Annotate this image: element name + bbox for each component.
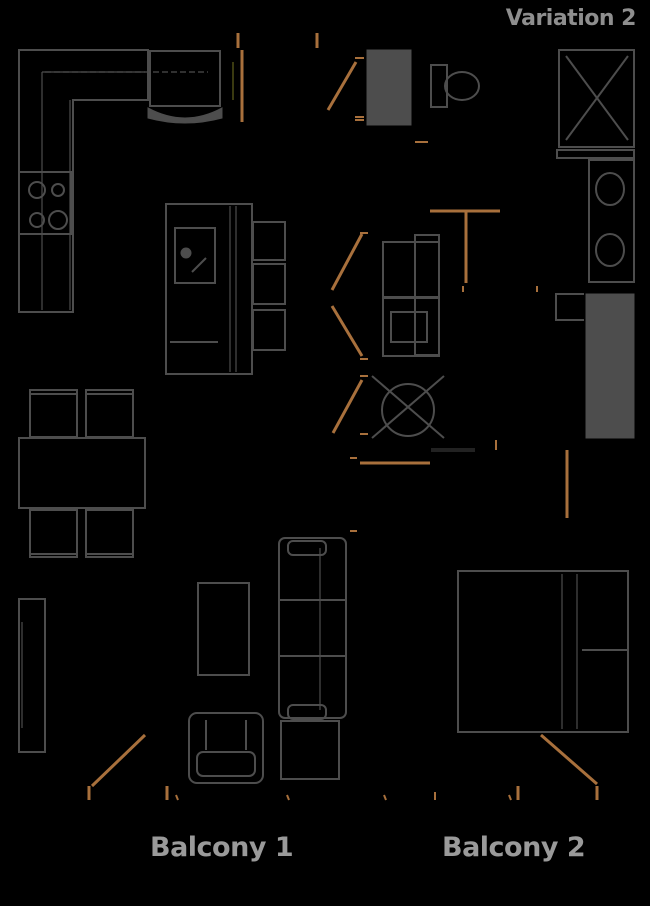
bathroom-door — [326, 57, 364, 121]
interior-doors — [350, 209, 569, 532]
refrigerator-icon — [147, 50, 223, 124]
kitchen-counter — [18, 49, 208, 313]
bed — [457, 570, 629, 733]
laundry-doors — [330, 232, 368, 435]
ottoman — [280, 720, 340, 780]
entry-door — [232, 33, 319, 122]
shower-icon — [366, 49, 412, 126]
dining-table — [18, 389, 146, 558]
dryer-icon — [382, 297, 440, 357]
double-sink-icon — [588, 159, 635, 283]
balcony-1-door — [87, 733, 290, 801]
bar-stools — [252, 221, 286, 351]
coffee-table — [197, 582, 250, 676]
sofa — [278, 537, 347, 720]
cooktop-icon — [18, 171, 72, 235]
tv-console — [18, 598, 46, 753]
water-heater-icon — [556, 49, 635, 159]
balcony-2-label: Balcony 2 — [442, 832, 586, 863]
armchair — [188, 712, 264, 784]
kitchen-island — [165, 203, 253, 375]
balcony-1-label: Balcony 1 — [150, 832, 294, 863]
utility-sink-icon — [371, 375, 445, 439]
balcony-2-door — [383, 733, 599, 801]
tall-storage-icon — [555, 293, 635, 439]
toilet-icon — [430, 64, 480, 108]
variation-title: Variation 2 — [505, 6, 637, 31]
